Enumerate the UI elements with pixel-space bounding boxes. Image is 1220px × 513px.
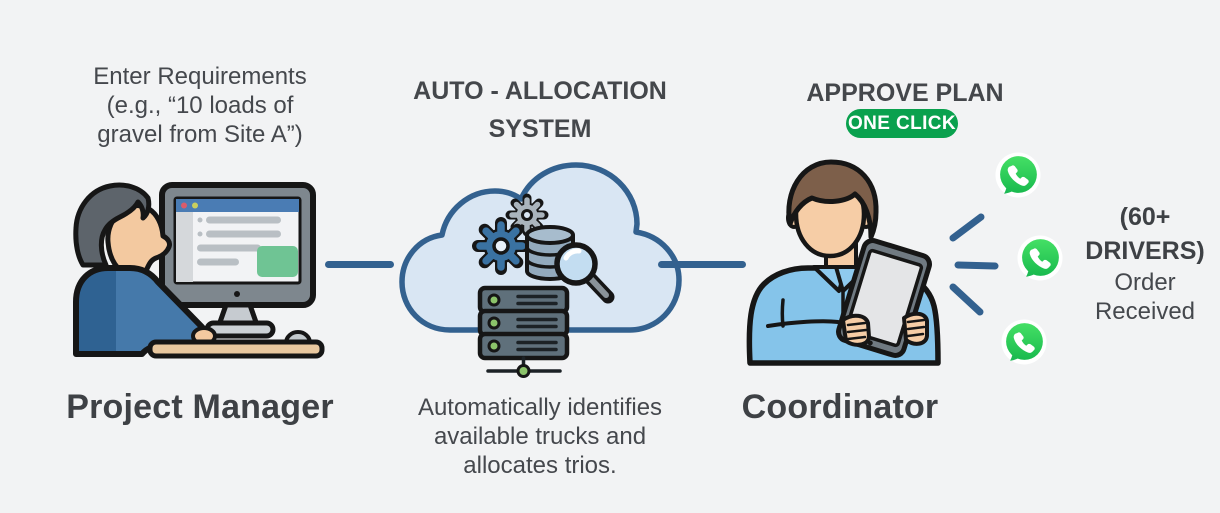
magnifier-icon xyxy=(554,242,615,304)
person-with-tablet-icon xyxy=(746,159,941,366)
project-manager-label: Project Manager xyxy=(66,388,334,426)
whatsapp-icon xyxy=(1017,235,1063,281)
cloud-server-icon xyxy=(399,162,682,378)
allocation-system-title: AUTO - ALLOCATION SYSTEM xyxy=(413,77,667,143)
drivers-heading: (60+ DRIVERS) xyxy=(1085,203,1205,265)
broadcast-lines xyxy=(949,213,999,316)
server-icon xyxy=(477,285,570,378)
gear-icon xyxy=(505,193,549,237)
one-click-badge: ONE CLICK xyxy=(846,109,958,138)
approve-plan-title: APPROVE PLAN xyxy=(806,79,1004,107)
whatsapp-icon xyxy=(1001,319,1047,365)
coordinator-label: Coordinator xyxy=(741,388,939,426)
drivers-subheading: Order Received xyxy=(1094,269,1196,325)
connector-line-2 xyxy=(658,261,746,268)
drivers-text-block: (60+ DRIVERS) Order Received xyxy=(1083,200,1207,326)
person-at-computer-icon xyxy=(73,182,325,359)
allocation-system-caption: Automatically identifies available truck… xyxy=(417,394,663,479)
gear-icon xyxy=(472,217,530,275)
whatsapp-icon xyxy=(995,152,1041,198)
project-manager-caption: Enter Requirements (e.g., “10 loads of g… xyxy=(93,63,307,148)
connector-line-1 xyxy=(325,261,394,268)
